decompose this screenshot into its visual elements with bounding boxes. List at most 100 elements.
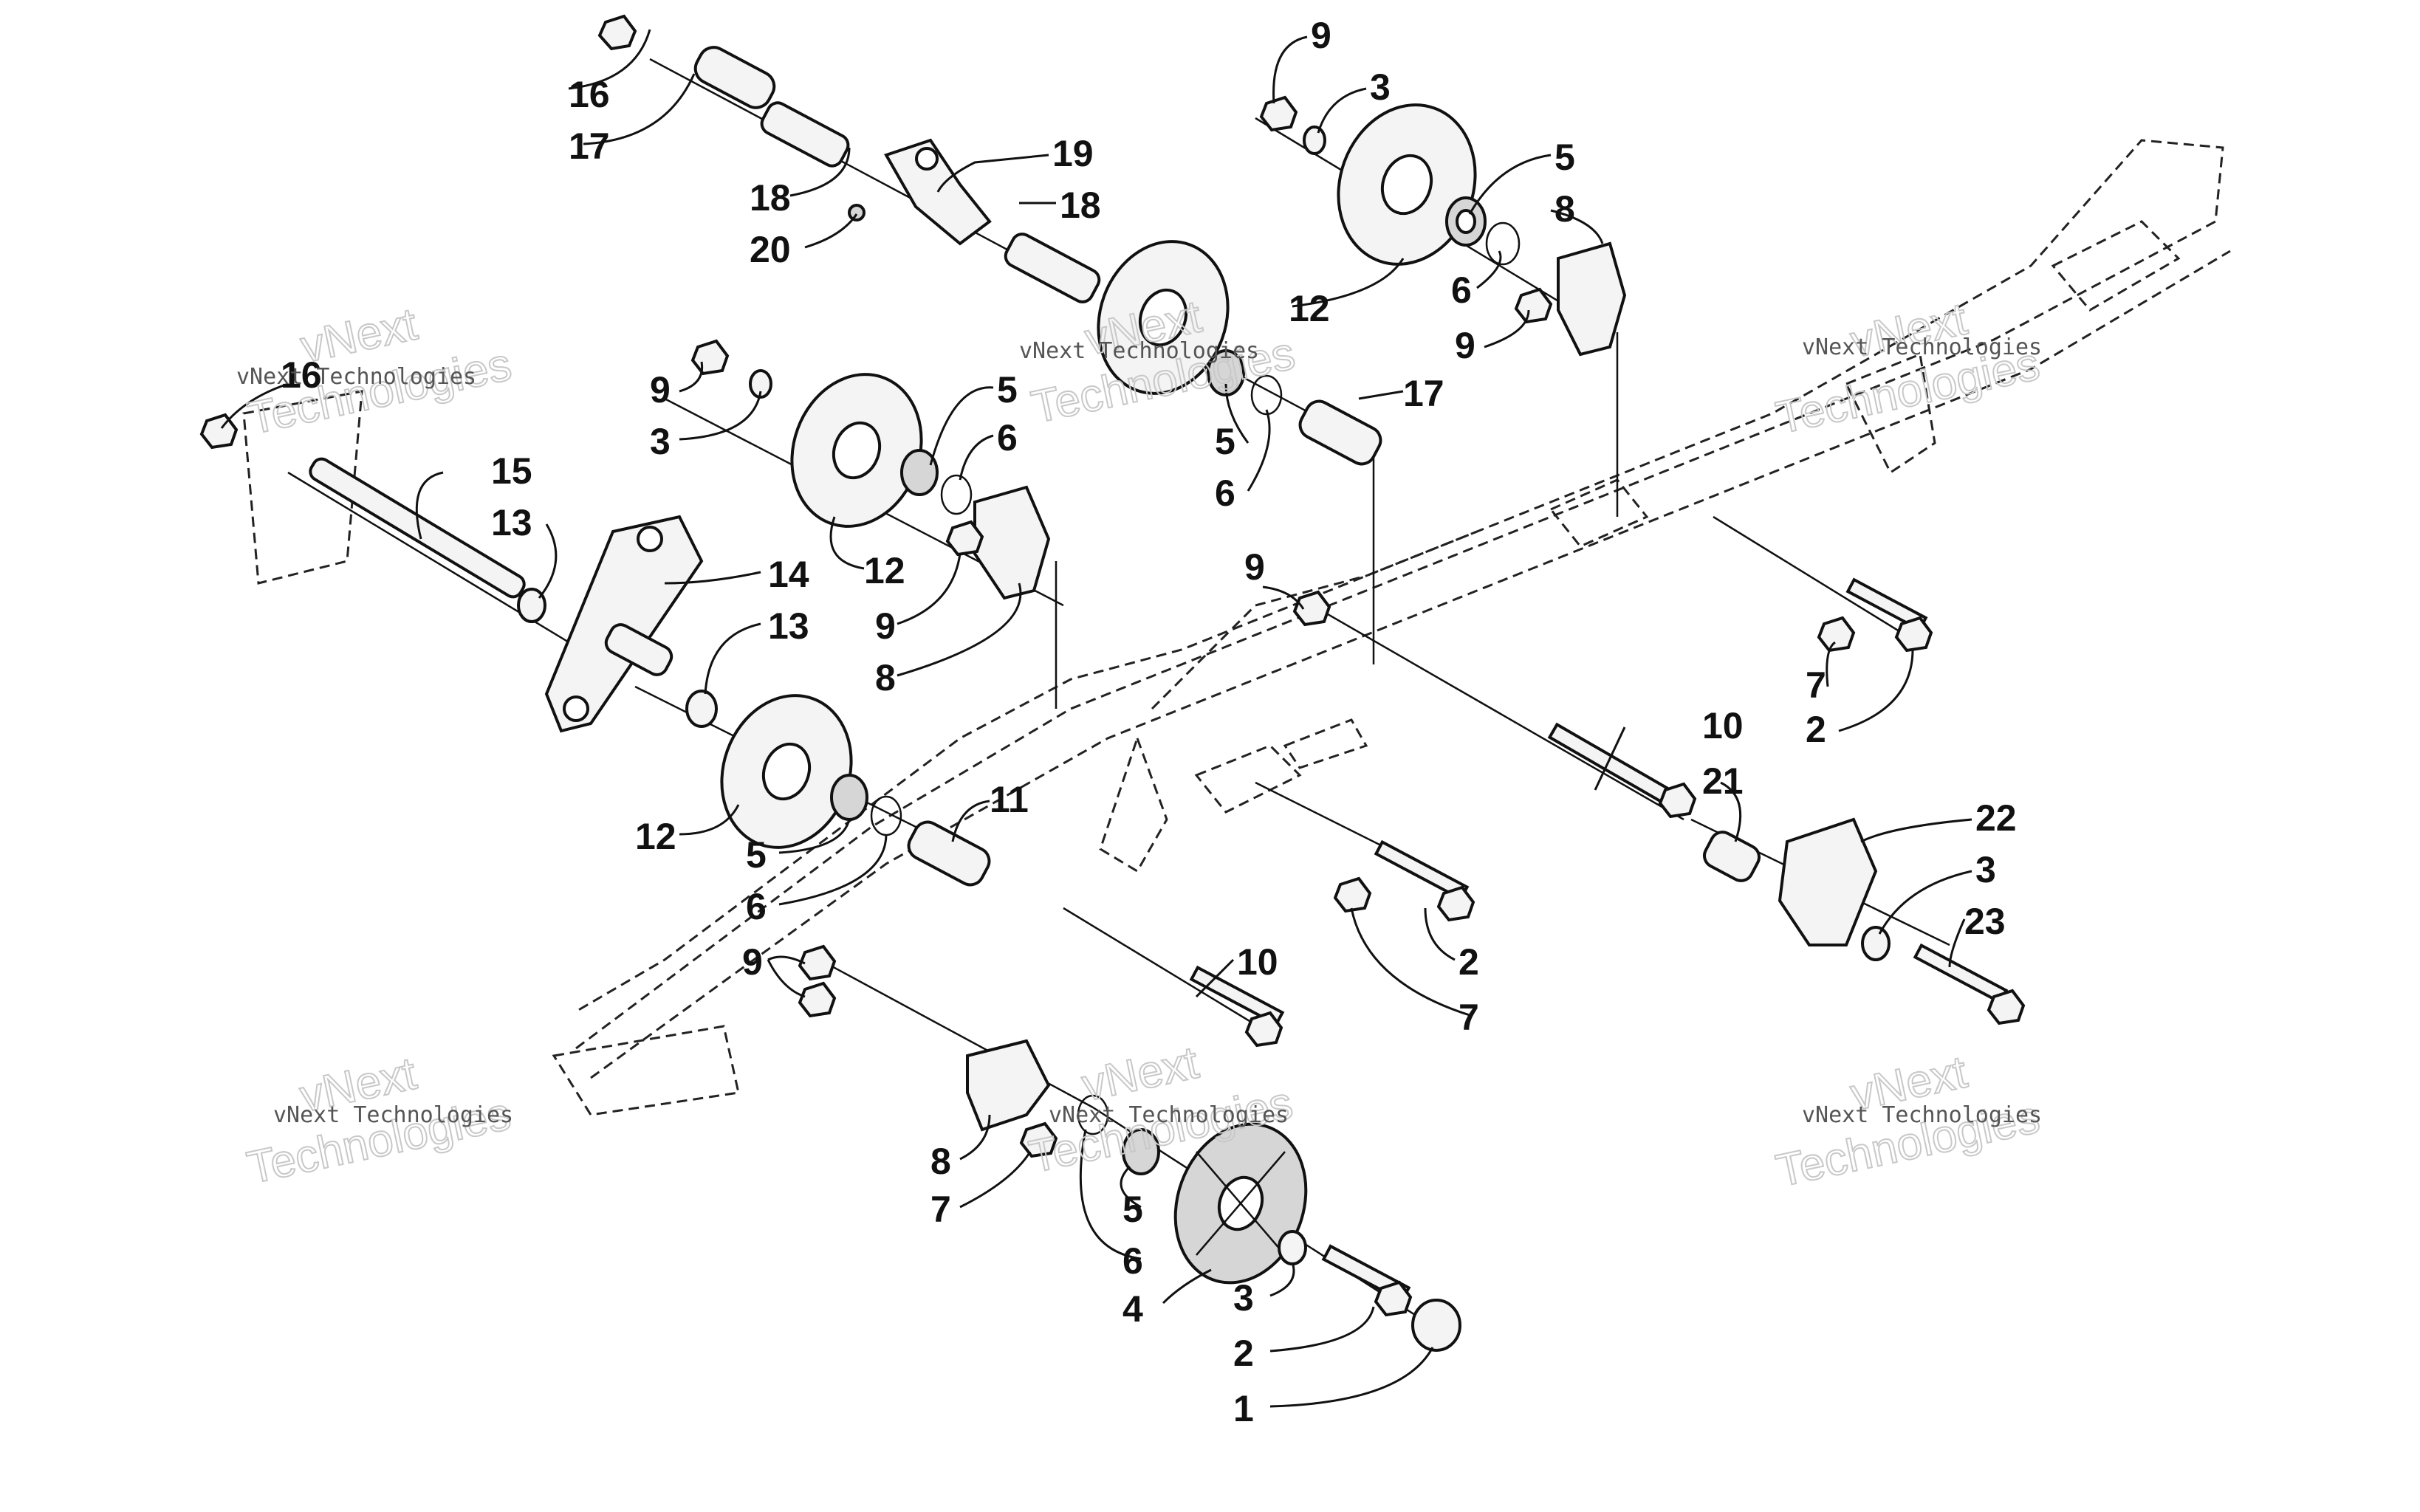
callout-2-center: 2	[1458, 941, 1479, 983]
callout-3-right: 3	[1975, 849, 1996, 890]
callout-12-left-lower: 12	[635, 816, 676, 857]
ring-6-left-upper	[940, 474, 973, 515]
callout-7-center: 7	[1458, 997, 1479, 1038]
nut-16-top	[597, 14, 637, 51]
wheel-4	[1173, 1122, 1308, 1285]
callout-9-center: 9	[1244, 546, 1265, 588]
callout-9-lower: 9	[742, 941, 763, 983]
callout-17-center: 17	[1403, 373, 1444, 414]
callout-9-left-bracket: 9	[875, 605, 896, 647]
leader-lines	[220, 29, 1972, 1408]
bolt-23	[1913, 943, 2026, 1025]
bolt-7-right	[1817, 616, 1856, 653]
cross-shaft-15	[309, 457, 526, 599]
watermark-top-right: vNext Technologies	[1771, 293, 2044, 445]
bushing-21	[1702, 831, 1761, 882]
bolt-2-center	[1374, 839, 1475, 922]
callout-23: 23	[1964, 901, 2006, 942]
watermark-top-left: vNext Technologies	[243, 298, 516, 445]
callout-16-top: 16	[569, 74, 610, 115]
callout-18-upper: 18	[750, 177, 791, 219]
callout-11: 11	[990, 779, 1029, 820]
bracket-8-left	[973, 485, 1051, 600]
bolt-10-lower	[1189, 965, 1285, 1048]
callout-7-lower: 7	[930, 1189, 951, 1230]
callout-7-right: 7	[1806, 664, 1826, 706]
cap-1	[1411, 1299, 1461, 1352]
callout-3-top-right: 3	[1370, 66, 1391, 108]
bearing-5-lower	[1122, 1128, 1160, 1175]
callout-8-top-right: 8	[1555, 188, 1575, 230]
bracket-8-lower	[966, 1039, 1051, 1132]
callout-6-top-right: 6	[1451, 269, 1472, 311]
callout-17-top: 17	[569, 126, 610, 167]
callout-20: 20	[750, 229, 791, 270]
callout-14: 14	[768, 554, 809, 595]
nut-9-top-right	[1259, 95, 1298, 132]
bolt-10-center	[1547, 722, 1697, 819]
callout-6-center: 6	[1215, 472, 1235, 514]
watermark-caption-top-center: vNext Technologies	[1019, 338, 1259, 364]
idler-wheel-12-left-lower	[720, 694, 853, 849]
callout-5-left-lower: 5	[746, 834, 767, 876]
rocker-arm-14	[544, 515, 704, 733]
nut-16-left	[199, 413, 239, 450]
callout-labels: 16 17 18 19 18 20 9 3 5 8 6 9 12 17 5 6 …	[281, 15, 2017, 1429]
callout-6-lower: 6	[1122, 1240, 1143, 1282]
callout-13-upper: 13	[491, 502, 532, 543]
idler-wheel-12-top-right	[1337, 103, 1477, 266]
ring-6-top-right	[1485, 221, 1521, 266]
end-cap-22	[1778, 817, 1878, 946]
callout-1: 1	[1233, 1388, 1254, 1429]
callout-21: 21	[1702, 760, 1744, 802]
washer-3-top-right	[1303, 126, 1326, 155]
nut-9-left-bracket	[945, 520, 984, 557]
washer-3-lower	[1278, 1230, 1307, 1265]
nut-9-right-bracket	[1514, 287, 1553, 324]
watermark-caption-top-left: vNext Technologies	[236, 364, 476, 390]
axle-17-top	[693, 46, 776, 109]
callout-8-lower: 8	[930, 1141, 951, 1182]
callout-6-left-upper: 6	[997, 417, 1018, 458]
callout-2-lower: 2	[1233, 1333, 1254, 1374]
callout-12-center: 12	[1289, 288, 1330, 329]
bolt-2-right	[1845, 577, 1933, 653]
nut-9-lower-b	[798, 981, 837, 1018]
callout-5-left-upper: 5	[997, 369, 1018, 410]
watermark-caption-bottom-center: vNext Technologies	[1049, 1102, 1289, 1128]
nut-9-left	[690, 339, 730, 376]
bearing-5-left-lower	[830, 774, 868, 821]
spacer-13-lower	[685, 690, 718, 728]
ring-6-center	[1250, 374, 1283, 416]
bolt-2-lower	[1321, 1244, 1413, 1317]
callout-10-lower: 10	[1237, 941, 1278, 983]
ring-6-lower	[1077, 1094, 1109, 1135]
callout-5-center: 5	[1215, 421, 1235, 462]
callout-9-right-bracket: 9	[1455, 325, 1475, 366]
watermark-caption-top-right: vNext Technologies	[1802, 334, 2042, 360]
callout-18-lower: 18	[1060, 185, 1101, 226]
bearing-5-top-right	[1445, 196, 1487, 247]
callout-12-left-upper: 12	[864, 550, 905, 591]
callout-9-left: 9	[650, 369, 671, 410]
bolt-7-lower	[1019, 1121, 1058, 1158]
suspension-frame	[242, 139, 2231, 1116]
bushing-18-upper	[760, 101, 850, 168]
nut-9-center	[1292, 590, 1331, 627]
bolt-7-center	[1333, 876, 1372, 913]
bearing-5-left-upper	[900, 449, 939, 496]
watermark-caption-bottom-left: vNext Technologies	[273, 1102, 513, 1128]
washer-3-right	[1861, 926, 1891, 961]
callout-22: 22	[1975, 797, 2017, 839]
bushing-18-lower	[1004, 233, 1101, 303]
callout-6-left-lower: 6	[746, 886, 767, 927]
spacer-11	[907, 820, 991, 887]
callout-3-lower: 3	[1233, 1277, 1254, 1319]
idler-wheel-12-center	[1097, 240, 1230, 395]
callout-10-center: 10	[1702, 705, 1744, 746]
callout-15: 15	[491, 450, 532, 492]
callout-19: 19	[1052, 133, 1094, 174]
callout-13-lower: 13	[768, 605, 809, 647]
washer-3-left	[749, 369, 772, 399]
callout-4: 4	[1122, 1288, 1143, 1330]
